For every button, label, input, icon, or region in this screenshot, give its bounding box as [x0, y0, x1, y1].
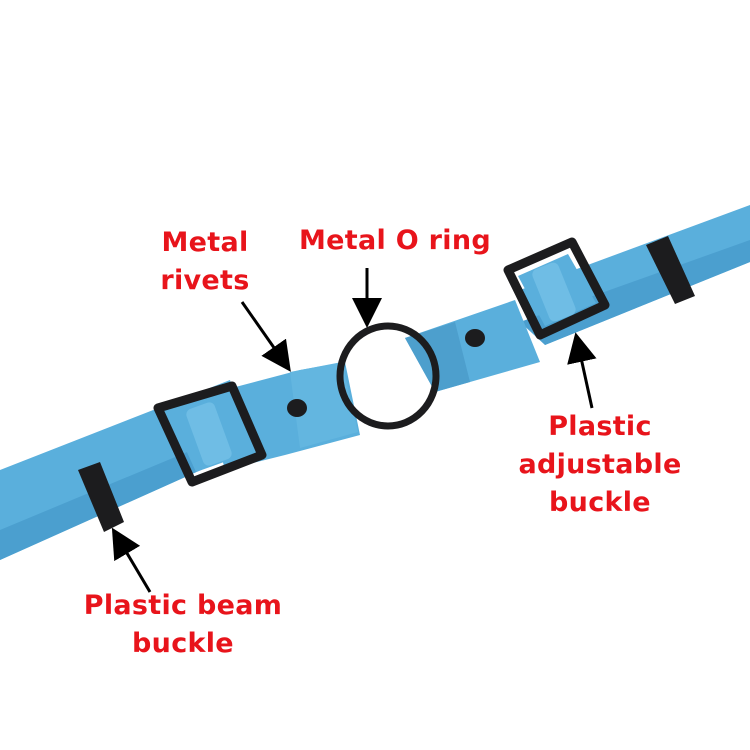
arrow-beam-buckle — [111, 527, 152, 593]
label-metal-rivets: Metal rivets — [150, 224, 260, 300]
label-adjustable-line3: buckle — [549, 487, 651, 518]
label-metal-o-ring: Metal O ring — [295, 222, 495, 260]
arrow-adjustable-buckle — [567, 332, 597, 409]
beam-buckle-right — [646, 236, 695, 304]
label-plastic-adjustable-buckle: Plastic adjustable buckle — [510, 408, 690, 522]
adjustable-buckle-right — [503, 237, 610, 340]
o-ring — [336, 322, 440, 430]
label-adjustable-line1: Plastic — [548, 411, 652, 442]
beam-buckle-left — [78, 462, 124, 532]
arrow-rivets — [240, 301, 291, 372]
rivets — [287, 329, 485, 417]
label-metal-rivets-line1: Metal — [161, 227, 249, 258]
label-adjustable-line2: adjustable — [518, 449, 682, 480]
adjustable-buckle-left — [153, 381, 267, 487]
rivet-left — [287, 399, 307, 417]
label-beam-line2: buckle — [132, 628, 234, 659]
label-metal-o-ring-line1: Metal O ring — [298, 225, 492, 256]
rivet-right — [465, 329, 485, 347]
label-beam-line1: Plastic beam — [83, 590, 283, 621]
label-plastic-beam-buckle: Plastic beam buckle — [78, 587, 288, 663]
label-metal-rivets-line2: rivets — [160, 265, 250, 296]
